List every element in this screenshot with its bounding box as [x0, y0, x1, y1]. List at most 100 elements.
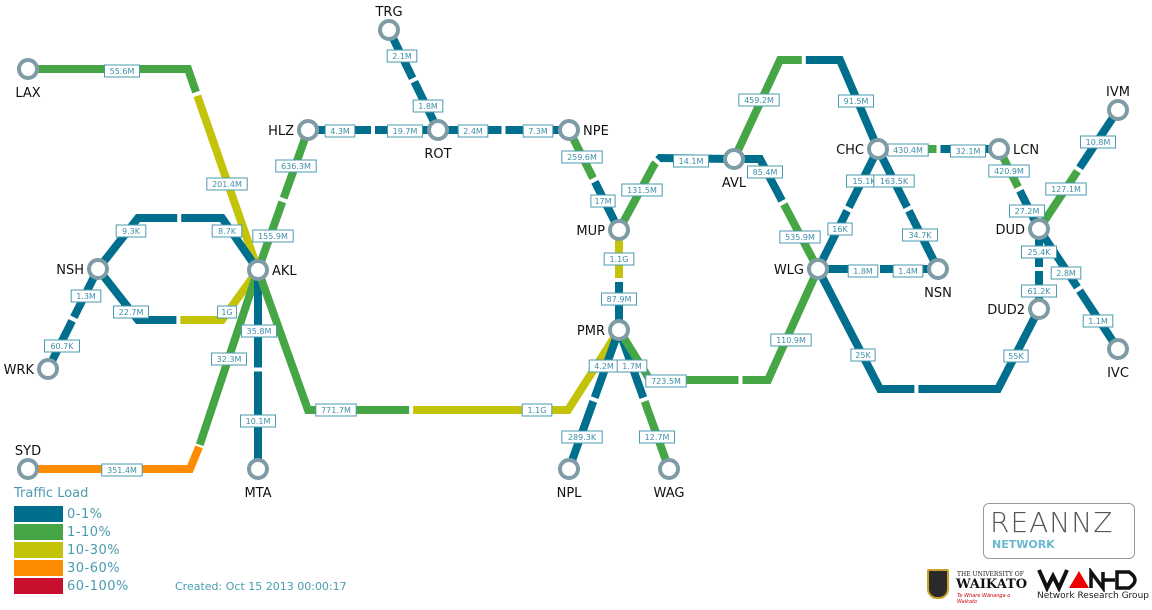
link-label: 85.4M: [747, 165, 783, 179]
node-rot[interactable]: ROT: [424, 119, 452, 162]
node-lax[interactable]: LAX: [15, 58, 41, 101]
node-ring-icon[interactable]: [17, 458, 39, 480]
link-label-text: 4.2M: [594, 362, 614, 371]
node-ring-icon[interactable]: [427, 119, 449, 141]
node-syd[interactable]: SYD: [15, 444, 41, 480]
link-label: 1.8M: [847, 264, 879, 278]
link-label-box: [324, 124, 356, 138]
node-chc[interactable]: CHC: [836, 138, 889, 160]
node-ring-icon[interactable]: [988, 138, 1010, 160]
node-npe[interactable]: NPE: [558, 119, 609, 141]
link-label-text: 131.5M: [627, 186, 657, 195]
node-ivm[interactable]: IVM: [1106, 85, 1130, 121]
link-label: 60.7K: [44, 339, 80, 353]
node-ring-icon[interactable]: [608, 319, 630, 341]
node-label: PMR: [577, 324, 605, 339]
node-ring-icon[interactable]: [1028, 218, 1050, 240]
node-ring-icon[interactable]: [723, 148, 745, 170]
node-label: NSN: [924, 286, 952, 301]
link-label: 351.4M: [101, 463, 143, 477]
node-label: MTA: [244, 486, 271, 501]
link-mup-avl-b: [655, 153, 735, 163]
link-label-text: 535.9M: [785, 233, 815, 242]
link-label: 34.7K: [902, 228, 938, 242]
link-label-box: [770, 333, 812, 347]
legend-label: 10-30%: [67, 542, 121, 558]
node-ring-icon[interactable]: [807, 258, 829, 280]
node-lcn[interactable]: LCN: [988, 138, 1039, 160]
link-label: 4.2M: [588, 359, 620, 373]
node-ring-icon[interactable]: [87, 258, 109, 280]
node-ring-icon[interactable]: [37, 358, 59, 380]
node-ring-icon[interactable]: [378, 19, 400, 41]
link-label-text: 60.7K: [50, 342, 74, 351]
node-ring-icon[interactable]: [608, 219, 630, 241]
legend-item: 10-30%: [14, 541, 129, 559]
link-label-box: [1021, 245, 1057, 259]
node-pmr[interactable]: PMR: [577, 319, 630, 341]
node-mta[interactable]: MTA: [244, 458, 272, 501]
node-nsn[interactable]: NSN: [924, 258, 952, 301]
node-nsh[interactable]: NSH: [56, 258, 109, 280]
node-ring-icon[interactable]: [247, 458, 269, 480]
node-ring-icon[interactable]: [558, 458, 580, 480]
link-label-text: 35.8M: [247, 327, 272, 336]
link-label: 1.3M: [70, 289, 102, 303]
link-label: 22.7M: [113, 305, 149, 319]
link-label: 636.3M: [275, 159, 317, 173]
legend-swatch: [14, 560, 63, 576]
legend-item: 60-100%: [14, 577, 129, 595]
node-label: DUD: [995, 223, 1025, 238]
link-label: 35.8M: [241, 324, 277, 338]
link-label: 7.3M: [522, 124, 554, 138]
node-ring-icon[interactable]: [658, 458, 680, 480]
node-npl[interactable]: NPL: [557, 458, 583, 501]
link-label-text: 1.1G: [528, 406, 547, 415]
link-label: 17M: [590, 194, 616, 208]
link-label-text: 22.7M: [119, 308, 144, 317]
node-wlg[interactable]: WLG: [774, 258, 829, 280]
node-dud2[interactable]: DUD2: [987, 298, 1050, 320]
node-ring-icon[interactable]: [927, 258, 949, 280]
node-ring-icon[interactable]: [247, 259, 269, 281]
traffic-load-legend: Traffic Load 0-1% 1-10% 10-30% 30-60% 60…: [14, 486, 129, 595]
node-ring-icon[interactable]: [17, 58, 39, 80]
link-label-box: [621, 183, 663, 197]
link-akl-pmr-b: [413, 327, 623, 414]
link-label-text: 85.4M: [753, 168, 778, 177]
legend-item: 1-10%: [14, 523, 129, 541]
node-avl[interactable]: AVL: [722, 148, 747, 191]
node-hlz[interactable]: HLZ: [268, 119, 319, 141]
link-label: 10.1M: [240, 414, 276, 428]
legend-swatch: [14, 542, 63, 558]
node-akl[interactable]: AKL: [247, 259, 297, 281]
link-label-box: [211, 352, 247, 366]
node-mup[interactable]: MUP: [576, 219, 630, 241]
node-ring-icon[interactable]: [1107, 338, 1129, 360]
node-wrk[interactable]: WRK: [4, 358, 59, 380]
link-label-text: 55.6M: [110, 67, 135, 76]
node-wag[interactable]: WAG: [654, 458, 685, 501]
node-ring-icon[interactable]: [297, 119, 319, 141]
link-label-box: [387, 124, 423, 138]
node-label: ROT: [424, 147, 451, 162]
link-label: 61.2K: [1021, 284, 1057, 298]
node-dud[interactable]: DUD: [995, 218, 1050, 240]
node-label: TRG: [374, 5, 402, 20]
node-ring-icon[interactable]: [1107, 99, 1129, 121]
link-label: 91.5M: [838, 94, 874, 108]
node-trg[interactable]: TRG: [374, 5, 403, 41]
link-label-box: [950, 144, 986, 158]
link-label-box: [252, 229, 294, 243]
link-label-box: [240, 414, 276, 428]
legend-swatch: [14, 506, 63, 522]
node-ivc[interactable]: IVC: [1107, 338, 1129, 381]
link-label: 163.5K: [873, 174, 915, 188]
link-label-text: 1.7M: [622, 362, 642, 371]
node-ring-icon[interactable]: [867, 138, 889, 160]
link-label-text: 1.8M: [418, 102, 438, 111]
node-ring-icon[interactable]: [558, 119, 580, 141]
link-label: 27.2M: [1009, 204, 1045, 218]
node-ring-icon[interactable]: [1028, 298, 1050, 320]
link-label-text: 1.1M: [1088, 317, 1108, 326]
